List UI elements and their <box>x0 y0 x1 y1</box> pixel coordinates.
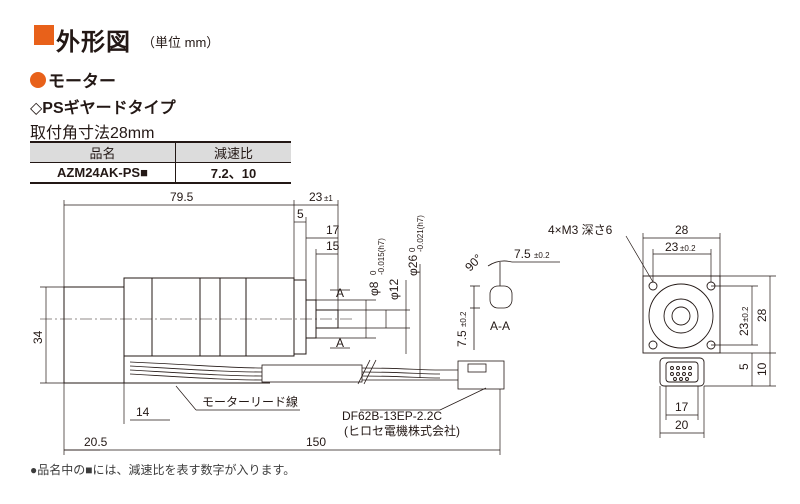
dim-front-28v: 28 <box>755 308 769 322</box>
lead-wires <box>129 359 505 390</box>
front-view <box>625 233 776 438</box>
motor-body <box>63 277 339 384</box>
dim-front-17: 17 <box>675 400 689 414</box>
dim-7-5-vert-tol: ±0.2 <box>459 311 468 327</box>
section-mount: 取付角寸法28mm <box>30 125 155 142</box>
dim-7-5-tol: ±0.2 <box>534 251 550 260</box>
dim-front-23-tol: ±0.2 <box>680 244 696 253</box>
dim-front-20: 20 <box>675 418 689 432</box>
dim-gear-length: 23 <box>309 190 323 204</box>
section-type: ◇PSギヤードタイプ <box>30 100 176 117</box>
dim-boss-tol: -0.021(h7) <box>416 215 425 252</box>
dim-front-28: 28 <box>675 223 689 237</box>
dim-boss-dia: φ26 <box>406 255 420 276</box>
dim-d12: φ12 <box>387 279 401 300</box>
dim-7-5-vert: 7.5 <box>455 330 469 347</box>
dim-shaft-top: 0 <box>369 270 378 275</box>
dim-front-10: 10 <box>755 362 769 376</box>
dim-total-length: 79.5 <box>170 190 194 204</box>
footnote: ●品名中の■には、減速比を表す数字が入ります。 <box>30 463 296 477</box>
dim-front-5: 5 <box>737 363 751 370</box>
page-title: 外形図 <box>56 29 131 56</box>
table-cell: 7.2、10 <box>175 162 291 184</box>
dim-lead-14: 14 <box>136 405 150 419</box>
section-aa-label: A-A <box>490 319 510 333</box>
dim-shaft-tol: -0.015(h7) <box>377 238 386 275</box>
section-bullet <box>30 72 46 88</box>
dim-lines-side <box>40 200 501 455</box>
title-marker <box>34 25 54 45</box>
section-motor: モーター <box>48 72 116 91</box>
dim-gear-tol: ±1 <box>324 194 333 203</box>
dim-angle: 90° <box>462 251 485 274</box>
spec-table: 品名 減速比 AZM24AK-PS■ 7.2、10 <box>30 141 291 184</box>
section-mark-bottom: A <box>336 336 344 350</box>
callout-connector: DF62B-13EP-2.2C <box>342 409 442 423</box>
dim-lead-150: 150 <box>306 435 326 449</box>
dim-boss-top: 0 <box>408 247 417 252</box>
dim-7-5: 7.5 <box>514 247 531 261</box>
dim-front-23v-tol: ±0.2 <box>741 306 750 322</box>
table-header-row: 品名 減速比 <box>30 141 291 163</box>
dim-15: 15 <box>326 239 340 253</box>
table-row: AZM24AK-PS■ 7.2、10 <box>30 162 291 184</box>
dim-shaft-dia: φ8 <box>367 281 381 296</box>
unit-label: （単位 mm） <box>142 35 220 50</box>
section-aa <box>470 260 560 350</box>
dim-front-23: 23 <box>665 240 679 254</box>
dim-17: 17 <box>326 223 340 237</box>
table-cell: AZM24AK-PS■ <box>30 162 176 184</box>
dim-holes: 4×M3 深さ6 <box>548 223 613 237</box>
dim-height: 34 <box>31 330 45 344</box>
dim-front-23v: 23 <box>737 322 751 336</box>
callout-lead-wire: モーターリード線 <box>202 394 298 409</box>
callout-maker: (ヒロセ電機株式会社) <box>344 423 460 438</box>
table-header: 減速比 <box>175 141 291 163</box>
dim-left-20-5: 20.5 <box>84 435 108 449</box>
table-header: 品名 <box>30 141 176 163</box>
section-mark-top: A <box>336 286 344 300</box>
dim-flange: 5 <box>297 207 304 221</box>
